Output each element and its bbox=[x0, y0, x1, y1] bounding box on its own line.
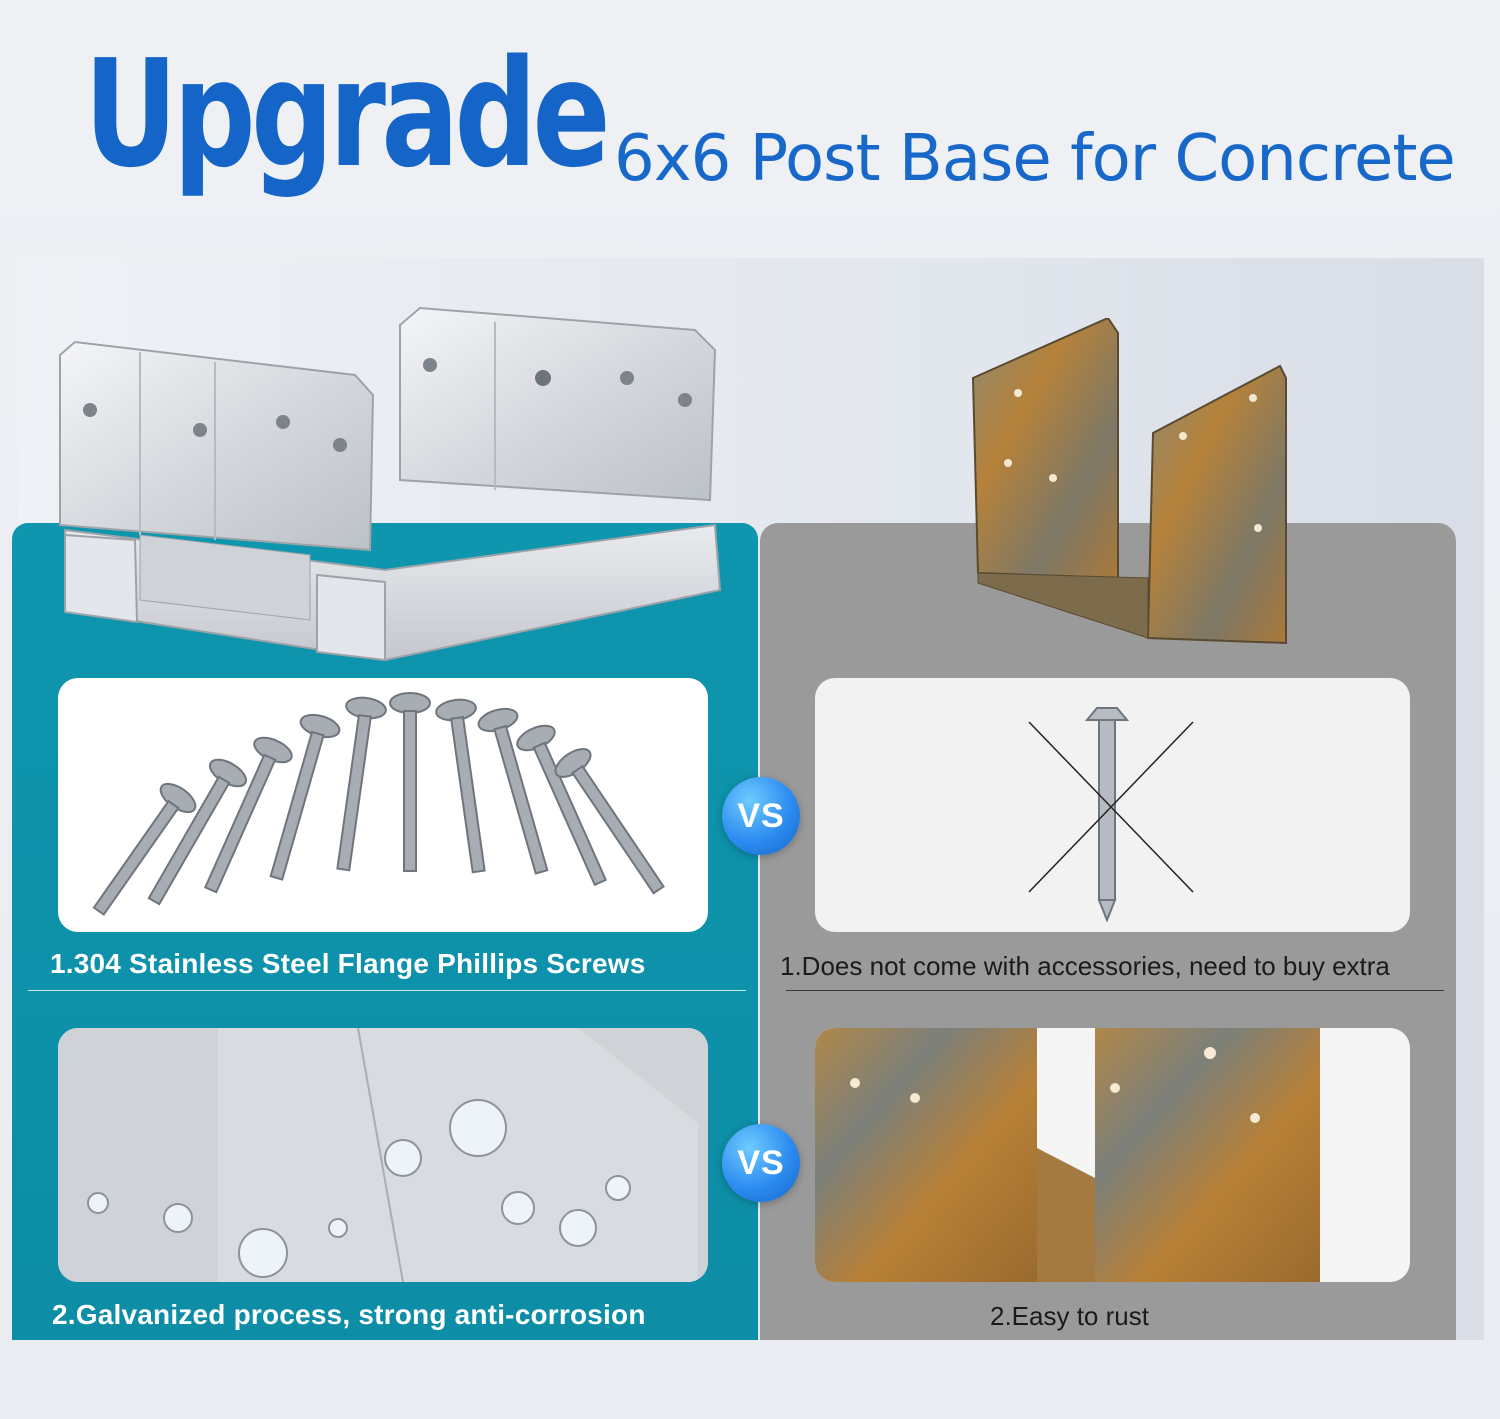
vs-badge: VS bbox=[722, 777, 800, 855]
competitor-issue-1: 1.Does not come with accessories, need t… bbox=[780, 951, 1390, 981]
vs-badge: VS bbox=[722, 1124, 800, 1202]
rust-card bbox=[815, 1028, 1410, 1282]
competitor-issue-2: 2.Easy to rust bbox=[990, 1301, 1149, 1331]
crossed-out-screw-image bbox=[1028, 707, 1194, 923]
screws-card bbox=[58, 678, 708, 932]
divider-left bbox=[28, 990, 746, 991]
our-feature-2: 2.Galvanized process, strong anti-corros… bbox=[52, 1299, 646, 1330]
subtitle: 6x6 Post Base for Concrete bbox=[614, 122, 1456, 196]
divider-right bbox=[786, 990, 1444, 991]
galvanized-card bbox=[58, 1028, 708, 1282]
rusty-post-base-image bbox=[971, 318, 1287, 645]
headline: Upgrade bbox=[84, 28, 611, 200]
no-accessories-card bbox=[815, 678, 1410, 932]
our-feature-1: 1.304 Stainless Steel Flange Phillips Sc… bbox=[50, 948, 646, 979]
rusted-metal-image bbox=[815, 1028, 1320, 1282]
water-droplets-image bbox=[58, 1028, 708, 1282]
stainless-screws-image bbox=[92, 692, 665, 916]
galvanized-post-base-image bbox=[59, 306, 722, 662]
